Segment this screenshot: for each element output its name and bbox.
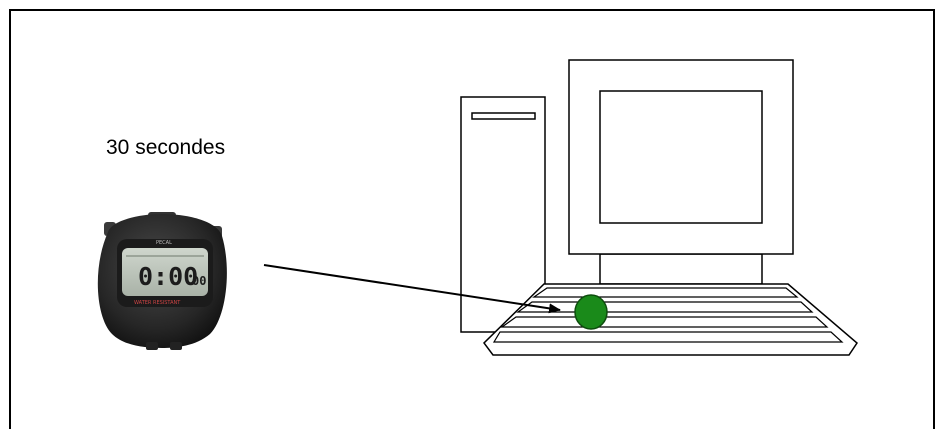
monitor-screen [599, 90, 763, 224]
diagram-frame [9, 9, 935, 429]
stopwatch-icon: PECAL 0:00 00 WATER RESISTANT [97, 212, 227, 350]
computer-keyboard [483, 283, 858, 356]
stopwatch-top-label: PECAL [156, 240, 172, 246]
duration-caption: 30 secondes [106, 136, 226, 159]
drive-slot [471, 112, 536, 120]
stopwatch-brand-label: WATER RESISTANT [134, 300, 181, 306]
stopwatch-hundredths: 00 [192, 274, 206, 288]
arrow-connector [263, 264, 561, 314]
computer-tower [460, 96, 546, 333]
green-key-marker [574, 294, 608, 330]
computer-monitor [568, 59, 794, 285]
stopwatch-time: 0:00 [138, 262, 198, 291]
monitor-stand [599, 253, 763, 285]
stopwatch-lcd [122, 248, 208, 296]
